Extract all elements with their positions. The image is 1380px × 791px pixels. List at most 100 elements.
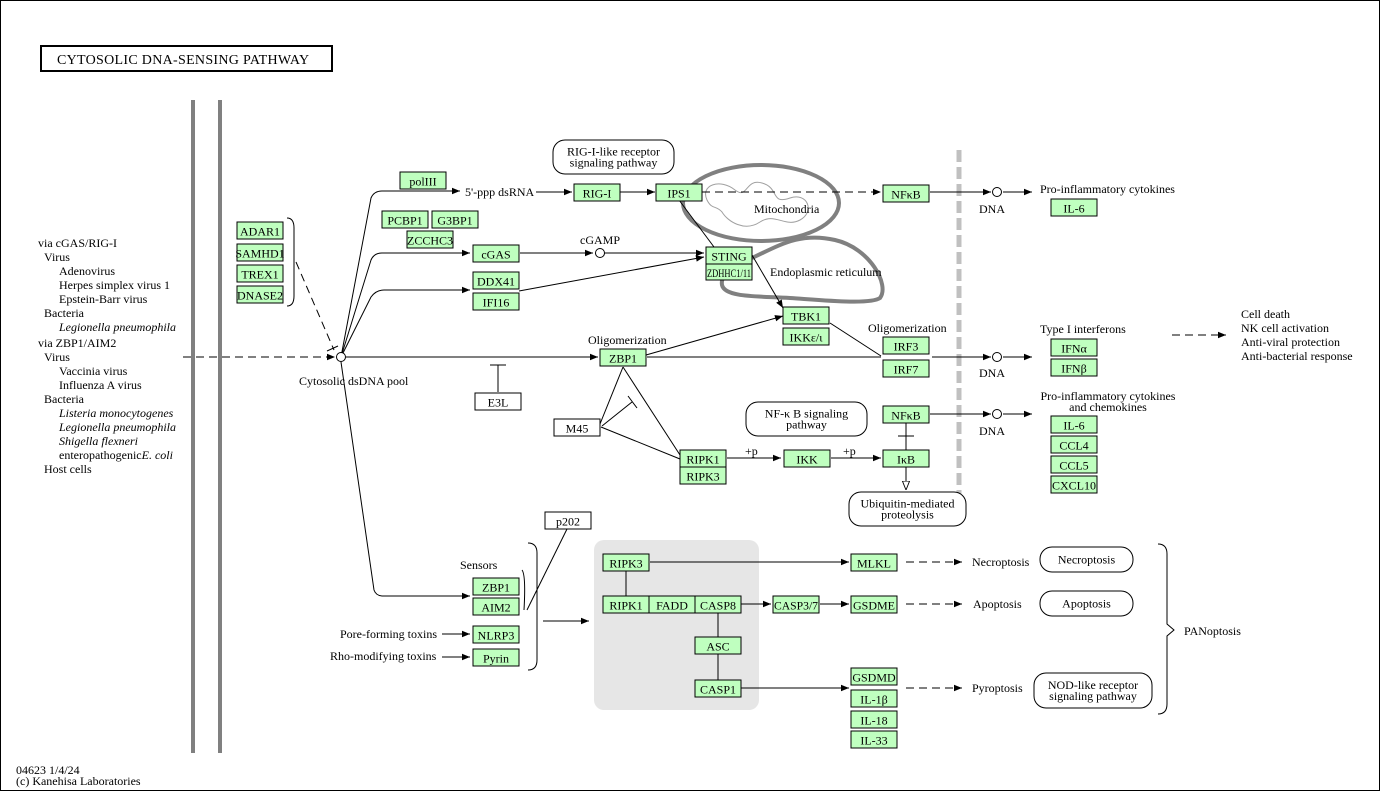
gene-box-tbk1[interactable]: TBK1	[782, 306, 830, 325]
dna-node-1[interactable]	[992, 187, 1002, 197]
mitochondria-organelle	[681, 163, 841, 243]
gene-label: cGAS	[481, 248, 510, 262]
gene-label: Pyrin	[483, 652, 509, 666]
gene-box-ips1[interactable]: IPS1	[655, 183, 703, 202]
gene-box-il6-a[interactable]: IL-6	[1050, 198, 1098, 217]
gene-box-ripk1-c[interactable]: RIPK1	[602, 595, 650, 614]
label-dna-3: DNA	[979, 424, 1005, 438]
gene-box-cxcl10[interactable]: CXCL10	[1050, 475, 1098, 494]
gene-label: polIII	[409, 175, 436, 189]
gene-box-irf7[interactable]: IRF7	[882, 359, 930, 378]
gene-box-ripk3-c[interactable]: RIPK3	[602, 553, 650, 572]
gene-box-samhd1[interactable]: SAMHD1	[235, 243, 285, 262]
cell-membrane-inner	[218, 100, 222, 753]
gene-label: GSDME	[853, 599, 895, 613]
gene-label: IL-33	[860, 734, 887, 748]
gene-box-nfkb-top[interactable]: NFκB	[882, 184, 930, 203]
gene-box-zdhhc1-11[interactable]: ZDHHC1/11	[705, 263, 753, 281]
gene-box-nlrp3[interactable]: NLRP3	[472, 625, 520, 644]
label-pyroptosis: Pyroptosis	[972, 681, 1023, 695]
gene-label: ADAR1	[240, 225, 280, 239]
gene-box-poliii[interactable]: polIII	[399, 171, 447, 190]
gene-box-adar1[interactable]: ADAR1	[236, 221, 284, 240]
gene-box-irf3[interactable]: IRF3	[882, 336, 930, 355]
gene-box-ikk[interactable]: IKK	[783, 449, 831, 468]
gene-label: PCBP1	[387, 214, 422, 228]
gene-box-ifi16[interactable]: IFI16	[472, 292, 520, 311]
map-link-necroptosis[interactable]: Necroptosis	[1039, 546, 1134, 573]
outcome-item: Anti-viral protection	[1241, 335, 1340, 349]
label-cgamp: cGAMP	[580, 233, 620, 247]
compound-box-p202[interactable]: p202	[544, 511, 592, 530]
gene-box-zbp1-sensor[interactable]: ZBP1	[472, 577, 520, 596]
gene-box-il6-b[interactable]: IL-6	[1050, 415, 1098, 434]
compound-box-m45[interactable]: M45	[553, 418, 601, 437]
gene-box-nfkb-mid[interactable]: NFκB	[882, 405, 930, 424]
pathogen-item: Vaccinia virus	[59, 364, 128, 378]
gene-box-casp1[interactable]: CASP1	[694, 679, 742, 698]
gene-label: IPS1	[667, 187, 690, 201]
outcome-item: NK cell activation	[1241, 321, 1329, 335]
label-panoptosis: PANoptosis	[1184, 624, 1241, 638]
cell-membrane-outer	[191, 100, 195, 753]
gene-label: IFNβ	[1061, 362, 1086, 376]
gene-box-ddx41[interactable]: DDX41	[472, 271, 520, 290]
pathogen-item: Virus	[44, 250, 70, 264]
gene-label: CCL4	[1059, 439, 1088, 453]
gene-box-il33[interactable]: IL-33	[850, 730, 898, 749]
footer-copyright: (c) Kanehisa Laboratories	[16, 774, 141, 788]
gene-box-gsdmd[interactable]: GSDMD	[850, 667, 898, 686]
map-label: pathway	[786, 418, 827, 432]
gene-box-il18[interactable]: IL-18	[850, 710, 898, 729]
gene-label: STING	[711, 250, 747, 264]
label-endoplasmic-reticulum: Endoplasmic reticulum	[770, 265, 882, 279]
map-label: Apoptosis	[1062, 597, 1111, 611]
gene-box-dnase2[interactable]: DNASE2	[236, 285, 284, 304]
gene-box-trex1[interactable]: TREX1	[236, 264, 284, 283]
dna-node-3[interactable]	[992, 409, 1002, 419]
gene-box-ifnb[interactable]: IFNβ	[1050, 358, 1098, 377]
gene-box-zbp1[interactable]: ZBP1	[599, 348, 647, 367]
gene-box-ripk3[interactable]: RIPK3	[679, 466, 727, 485]
pathogen-group-heading: via cGAS/RIG-I	[38, 236, 117, 250]
gene-box-ifna[interactable]: IFNα	[1050, 338, 1098, 357]
gene-box-pcbp1[interactable]: PCBP1	[381, 210, 429, 229]
gene-box-gsdme[interactable]: GSDME	[850, 595, 898, 614]
compound-box-e3l[interactable]: E3L	[474, 392, 522, 411]
dsdna-pool-node[interactable]	[336, 352, 346, 362]
gene-box-ccl4[interactable]: CCL4	[1050, 435, 1098, 454]
gene-box-rigi[interactable]: RIG-I	[573, 183, 621, 202]
gene-box-ccl5[interactable]: CCL5	[1050, 455, 1098, 474]
dna-node-2[interactable]	[992, 352, 1002, 362]
cgamp-node[interactable]	[595, 248, 605, 258]
gene-box-ripk1[interactable]: RIPK1	[679, 449, 727, 468]
label-sensors: Sensors	[460, 558, 498, 572]
gene-box-g3bp1[interactable]: G3BP1	[431, 210, 479, 229]
gene-label: RIPK3	[609, 557, 642, 571]
map-label: Ubiquitin-mediated	[861, 497, 955, 511]
gene-box-ikke[interactable]: IKKε/ι	[782, 327, 830, 346]
gene-label: IKKε/ι	[790, 331, 824, 345]
gene-box-mlkl[interactable]: MLKL	[850, 553, 898, 572]
gene-box-asc[interactable]: ASC	[694, 636, 742, 655]
gene-box-cgas[interactable]: cGAS	[472, 244, 520, 263]
gene-box-casp8[interactable]: CASP8	[694, 595, 742, 614]
gene-box-il1b[interactable]: IL-1β	[850, 689, 898, 708]
gene-box-aim2[interactable]: AIM2	[472, 597, 520, 616]
gene-box-casp3-7[interactable]: CASP3/7	[772, 595, 820, 614]
gene-box-zcchc3[interactable]: ZCCHC3	[406, 230, 454, 249]
gene-label: CASP8	[700, 599, 736, 613]
gene-box-fadd[interactable]: FADD	[648, 595, 696, 614]
map-label: signaling pathway	[1049, 689, 1137, 703]
map-link-apoptosis[interactable]: Apoptosis	[1039, 590, 1134, 617]
pathogen-item: Herpes simplex virus 1	[59, 278, 170, 292]
gene-box-sting[interactable]: STING	[705, 246, 753, 265]
gene-box-pyrin[interactable]: Pyrin	[472, 648, 520, 667]
gene-box-ikb[interactable]: IκB	[882, 449, 930, 468]
pathway-title-text: CYTOSOLIC DNA-SENSING PATHWAY	[57, 53, 309, 68]
compound-boxes: E3L M45 p202	[474, 392, 601, 530]
